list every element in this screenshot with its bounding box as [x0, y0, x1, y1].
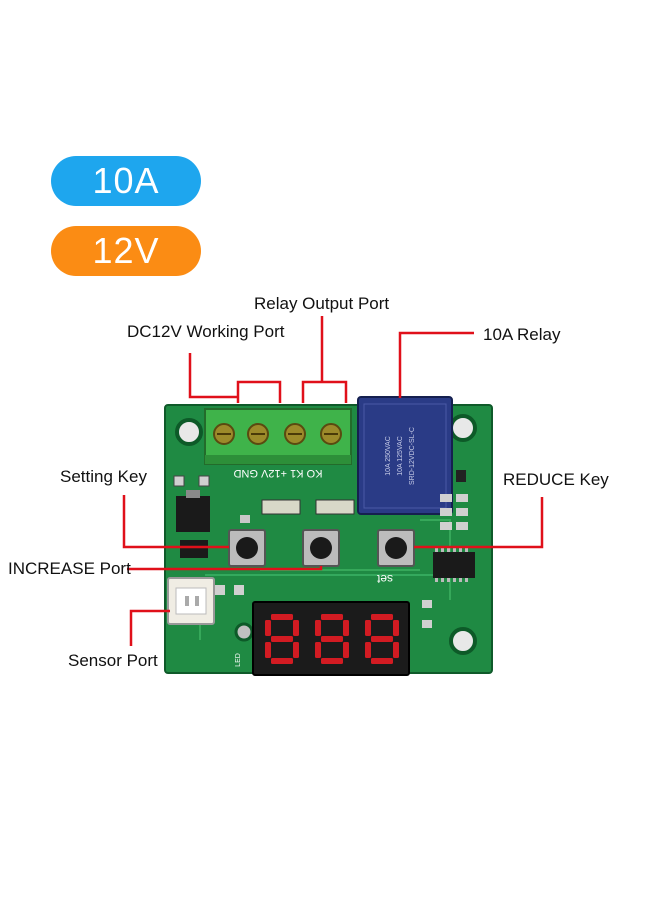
reduce-button[interactable]: [377, 529, 415, 567]
display-segment: [293, 620, 299, 636]
current-rating-badge: 10A: [51, 156, 201, 206]
relay-rating-line-1: 10A 250VAC: [385, 436, 392, 476]
display-segment: [265, 620, 271, 636]
display-digit: [315, 614, 349, 664]
label-sensor-port: Sensor Port: [68, 651, 158, 670]
label-reduce-key: REDUCE Key: [503, 470, 609, 489]
setting-button[interactable]: [228, 529, 266, 567]
increase-button[interactable]: [302, 529, 340, 567]
callout-increase-line: [127, 566, 323, 571]
voltage-regulator-chip: [176, 496, 210, 532]
relay-rating-line-2: 10A 125VAC: [397, 436, 404, 476]
display-segment: [271, 658, 293, 664]
label-dc12v-working-port: DC12V Working Port: [127, 322, 285, 341]
diode-d1: [315, 499, 355, 515]
callout-dc12v-line: [188, 353, 238, 399]
callout-sensor-line: [129, 609, 170, 646]
led-silkscreen-label: LED: [235, 653, 242, 667]
display-segment: [265, 642, 271, 658]
callout-setting-key-line: [122, 495, 229, 549]
display-segment: [315, 620, 321, 636]
mounting-hole-icon: [175, 418, 203, 446]
voltage-rating-badge: 12V: [51, 226, 201, 276]
label-10a-relay: 10A Relay: [483, 325, 561, 344]
set-silkscreen-label: set: [376, 572, 393, 586]
mounting-hole-icon: [449, 627, 477, 655]
terminal-block: [204, 408, 352, 465]
display-digit: [265, 614, 299, 664]
display-segment: [271, 636, 293, 642]
display-segment: [315, 642, 321, 658]
display-segment: [343, 620, 349, 636]
callout-dc12v-bracket: [236, 380, 282, 403]
label-relay-output-port: Relay Output Port: [254, 294, 390, 313]
display-segment: [271, 614, 293, 620]
display-segment: [365, 642, 371, 658]
display-segment: [321, 614, 343, 620]
sensor-connector: [167, 577, 215, 625]
display-segment: [321, 658, 343, 664]
smd-components: [173, 470, 475, 628]
display-segment: [293, 642, 299, 658]
label-setting-key: Setting Key: [60, 467, 147, 486]
label-increase-port: INCREASE Port: [8, 559, 131, 578]
relay-component: [357, 396, 453, 515]
display-segment: [371, 614, 393, 620]
display-segment: [393, 620, 399, 636]
terminal-pin-labels: KO K1 +12V GND: [233, 467, 322, 479]
display-segment: [371, 658, 393, 664]
relay-model-line: SRD-12VDC-SL-C: [409, 427, 416, 485]
callout-relay-line: [398, 331, 474, 398]
callout-reduce-key-line: [414, 497, 544, 549]
display-segment: [343, 642, 349, 658]
display-digit: [365, 614, 399, 664]
display-segment: [393, 642, 399, 658]
display-segment: [371, 636, 393, 642]
mounting-hole-icon: [449, 414, 477, 442]
display-segment: [321, 636, 343, 642]
diode-d2: [261, 499, 301, 515]
microcontroller-chip: [433, 552, 475, 578]
callout-lines: [122, 316, 544, 646]
display-segment: [365, 620, 371, 636]
callout-relay-output-bracket: [301, 380, 348, 403]
